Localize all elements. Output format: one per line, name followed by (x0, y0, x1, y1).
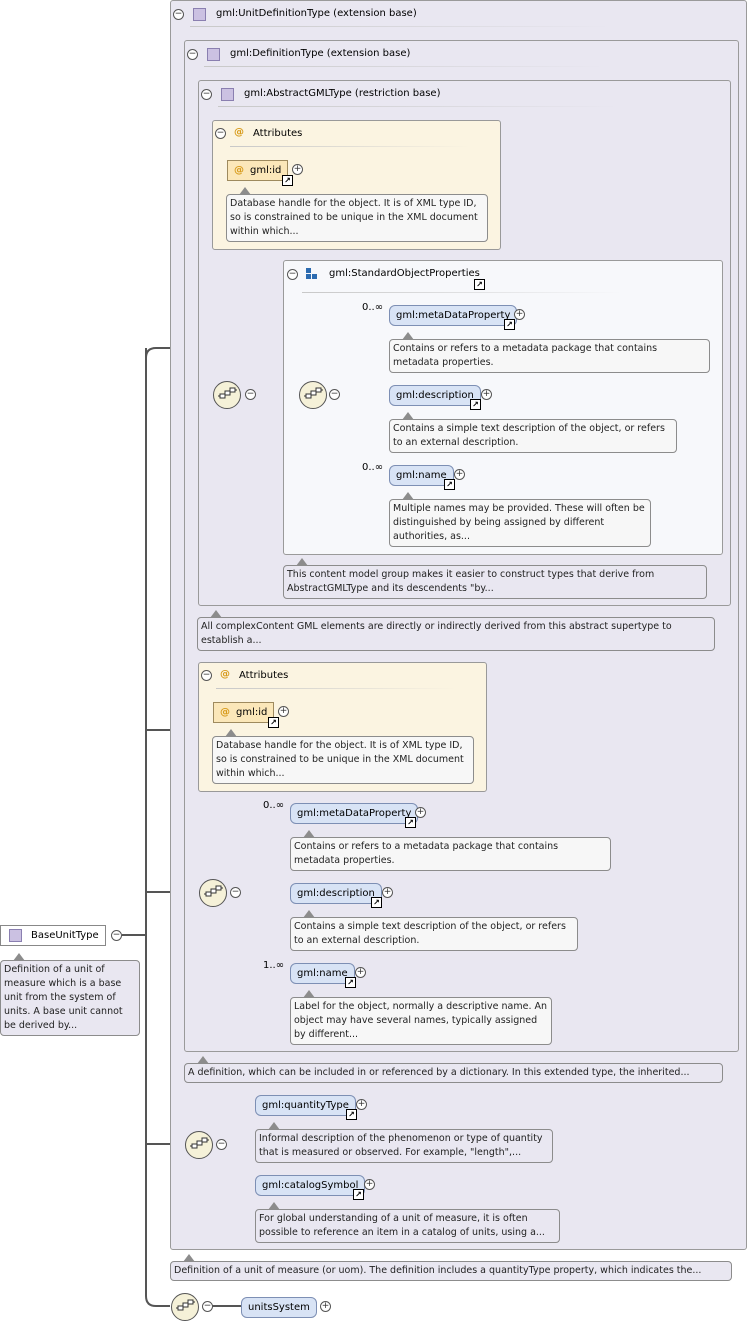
element-unitssystem[interactable]: unitsSystem (241, 1297, 317, 1318)
element-doc: Contains a simple text description of th… (290, 910, 578, 951)
link-icon[interactable]: ↗ (353, 1189, 364, 1200)
collapse-button[interactable]: − (201, 89, 212, 100)
element-doc: Label for the object, normally a descrip… (290, 990, 552, 1045)
element-doc: Contains or refers to a metadata package… (290, 830, 611, 871)
sequence-glyph (204, 885, 223, 897)
attribute-doc: Database handle for the object. It is of… (212, 729, 474, 784)
sequence-icon (299, 381, 327, 409)
cardinality-label: 0..∞ (263, 800, 285, 811)
group-icon (306, 268, 318, 280)
separator (216, 688, 456, 689)
group-title: gml:StandardObjectProperties (329, 268, 480, 279)
link-icon[interactable]: ↗ (504, 319, 515, 330)
expand-button[interactable]: + (415, 807, 426, 818)
definition-type-header: gml:DefinitionType (extension base) (230, 48, 411, 59)
sequence-icon (185, 1131, 213, 1159)
sequence-icon (199, 879, 227, 907)
cardinality-label: 0..∞ (362, 462, 384, 473)
element-doc: Contains a simple text description of th… (389, 412, 677, 453)
link-icon[interactable]: ↗ (405, 817, 416, 828)
attribute-icon: @ (220, 707, 230, 718)
abstract-gml-type-doc: All complexContent GML elements are dire… (197, 610, 715, 651)
sequence-glyph (190, 1137, 209, 1149)
separator (190, 26, 610, 27)
attribute-gml-id[interactable]: @ gml:id (227, 160, 289, 181)
element-doc: Contains or refers to a metadata package… (389, 332, 710, 373)
attributes-title: Attributes (239, 670, 289, 681)
attribute-icon: @ (234, 127, 244, 138)
element-name[interactable]: gml:name (389, 465, 454, 486)
sequence-icon (213, 381, 241, 409)
separator (218, 106, 618, 107)
link-icon[interactable]: ↗ (345, 977, 356, 988)
unit-definition-type-doc: Definition of a unit of measure (or uom)… (170, 1254, 732, 1281)
element-doc: Informal description of the phenomenon o… (255, 1122, 553, 1163)
root-doc: Definition of a unit of measure which is… (0, 953, 140, 1036)
collapse-button[interactable]: − (329, 389, 340, 400)
definition-type-doc: A definition, which can be included in o… (184, 1056, 723, 1083)
expand-button[interactable]: + (356, 1099, 367, 1110)
link-icon[interactable]: ↗ (444, 479, 455, 490)
element-doc: For global understanding of a unit of me… (255, 1202, 560, 1243)
complex-type-icon (207, 48, 220, 61)
attributes-title: Attributes (253, 128, 303, 139)
cardinality-label: 0..∞ (362, 302, 384, 313)
collapse-button[interactable]: − (215, 128, 226, 139)
link-icon[interactable]: ↗ (268, 717, 279, 728)
element-metadataproperty[interactable]: gml:metaDataProperty (389, 305, 518, 326)
element-description[interactable]: gml:description (290, 883, 382, 904)
abstract-gml-type-header: gml:AbstractGMLType (restriction base) (244, 88, 441, 99)
collapse-button[interactable]: − (173, 9, 184, 20)
collapse-button[interactable]: − (201, 670, 212, 681)
sequence-glyph (304, 387, 323, 399)
sequence-icon (171, 1293, 199, 1321)
collapse-button[interactable]: − (230, 887, 241, 898)
separator (230, 146, 470, 147)
sequence-glyph (218, 387, 237, 399)
attribute-icon: @ (234, 165, 244, 176)
expand-button[interactable]: + (481, 389, 492, 400)
attribute-label: gml:id (250, 165, 282, 176)
expand-button[interactable]: + (364, 1179, 375, 1190)
element-metadataproperty[interactable]: gml:metaDataProperty (290, 803, 419, 824)
link-icon[interactable]: ↗ (346, 1109, 357, 1120)
link-icon[interactable]: ↗ (282, 175, 293, 186)
root-element[interactable]: BaseUnitType (0, 925, 106, 946)
collapse-button[interactable]: − (111, 930, 122, 941)
expand-button[interactable]: + (382, 887, 393, 898)
attribute-doc: Database handle for the object. It is of… (226, 187, 488, 242)
expand-button[interactable]: + (355, 967, 366, 978)
link-icon[interactable]: ↗ (371, 897, 382, 908)
element-catalogsymbol[interactable]: gml:catalogSymbol (255, 1175, 366, 1196)
attribute-label: gml:id (236, 707, 268, 718)
complex-type-icon (221, 88, 234, 101)
separator (204, 66, 604, 67)
expand-button[interactable]: + (278, 706, 289, 717)
cardinality-label: 1..∞ (263, 960, 285, 971)
element-doc: Multiple names may be provided. These wi… (389, 492, 651, 547)
element-quantitytype[interactable]: gml:quantityType (255, 1095, 356, 1116)
element-description[interactable]: gml:description (389, 385, 481, 406)
separator (302, 292, 622, 293)
collapse-button[interactable]: − (287, 269, 298, 280)
element-name[interactable]: gml:name (290, 963, 355, 984)
attribute-icon: @ (220, 669, 230, 680)
link-icon[interactable]: ↗ (474, 279, 485, 290)
collapse-button[interactable]: − (245, 389, 256, 400)
attribute-gml-id[interactable]: @ gml:id (213, 702, 275, 723)
group-doc: This content model group makes it easier… (283, 558, 707, 599)
link-icon[interactable]: ↗ (470, 399, 481, 410)
complex-type-icon (193, 8, 206, 21)
complex-type-icon (9, 929, 22, 942)
sequence-glyph (176, 1299, 195, 1311)
collapse-button[interactable]: − (187, 49, 198, 60)
expand-button[interactable]: + (292, 164, 303, 175)
collapse-button[interactable]: − (216, 1139, 227, 1150)
expand-button[interactable]: + (454, 469, 465, 480)
collapse-button[interactable]: − (202, 1301, 213, 1312)
expand-button[interactable]: + (320, 1301, 331, 1312)
root-element-label: BaseUnitType (31, 930, 99, 941)
unit-definition-type-header: gml:UnitDefinitionType (extension base) (216, 8, 417, 19)
expand-button[interactable]: + (514, 309, 525, 320)
